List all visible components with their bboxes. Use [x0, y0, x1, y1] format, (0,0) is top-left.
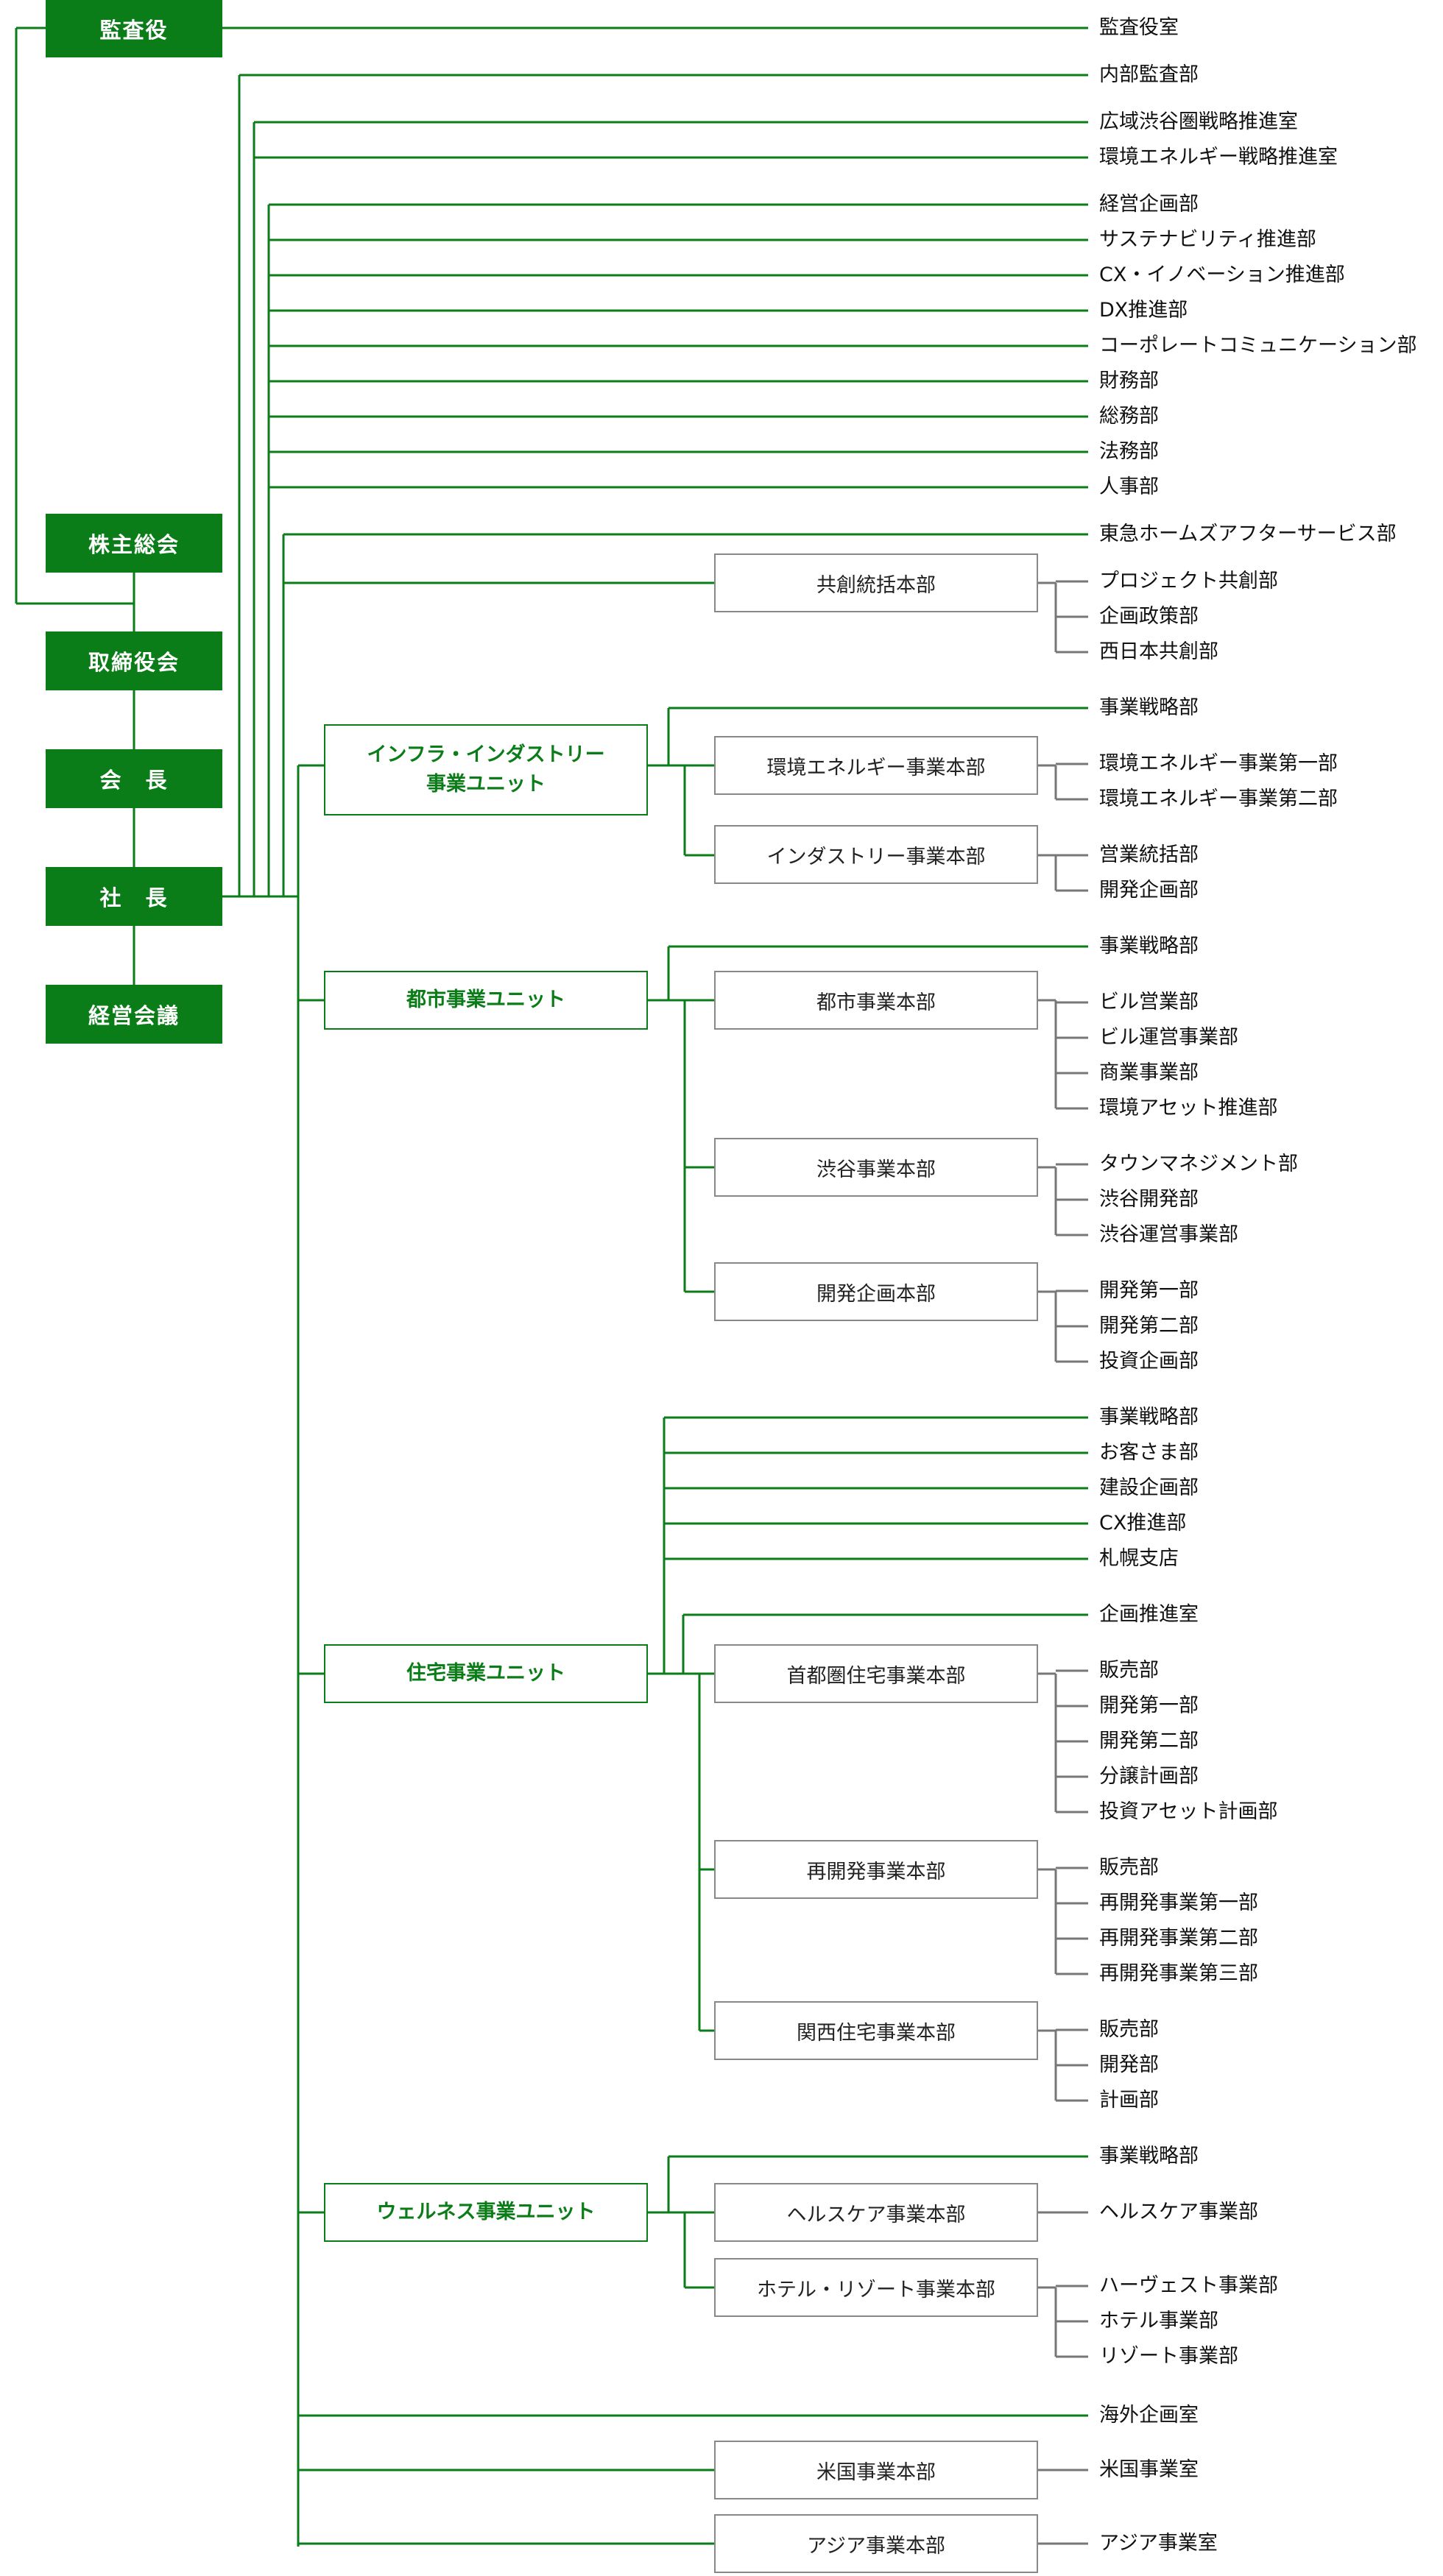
dept-hr[interactable]: 人事部 — [1099, 475, 1159, 498]
dept-harvest[interactable]: ハーヴェスト事業部 — [1099, 2274, 1278, 2297]
dept-sales-control[interactable]: 営業統括部 — [1099, 843, 1199, 866]
dept-asia[interactable]: アジア事業室 — [1099, 2532, 1218, 2555]
dept-dev-2[interactable]: 開発第二部 — [1099, 1314, 1199, 1337]
housing-strategy-dept[interactable]: 事業戦略部 — [1099, 1406, 1199, 1429]
dept-corporate-communication[interactable]: コーポレートコミュニケーション部 — [1099, 334, 1417, 357]
hq-asia[interactable]: アジア事業本部 — [714, 2514, 1038, 2573]
dept-shibuya-dev[interactable]: 渋谷開発部 — [1099, 1188, 1199, 1211]
unit-infra-name-line2: 事業ユニット — [426, 773, 546, 796]
dept-investment-planning[interactable]: 投資企画部 — [1099, 1350, 1199, 1373]
dept-us[interactable]: 米国事業室 — [1099, 2458, 1199, 2481]
chairman-box[interactable]: 会 長 — [46, 749, 222, 808]
unit-urban[interactable]: 都市事業ユニット — [324, 971, 648, 1030]
housing-sapporo-branch[interactable]: 札幌支店 — [1099, 1547, 1179, 1570]
dept-internal-audit[interactable]: 内部監査部 — [1099, 63, 1199, 86]
dept-env-asset[interactable]: 環境アセット推進部 — [1099, 1097, 1278, 1119]
dept-dev-1[interactable]: 開発第一部 — [1099, 1279, 1199, 1302]
dept-overseas-planning[interactable]: 海外企画室 — [1099, 2404, 1199, 2427]
hq-shibuya[interactable]: 渋谷事業本部 — [714, 1138, 1038, 1197]
dept-metro-dev-2[interactable]: 開発第二部 — [1099, 1730, 1199, 1752]
dept-shibuya-operation[interactable]: 渋谷運営事業部 — [1099, 1223, 1238, 1246]
unit-wellness[interactable]: ウェルネス事業ユニット — [324, 2183, 648, 2242]
hq-redevelopment[interactable]: 再開発事業本部 — [714, 1840, 1038, 1899]
dept-kansai-dev[interactable]: 開発部 — [1099, 2053, 1159, 2076]
shareholders-meeting-box[interactable]: 株主総会 — [46, 514, 222, 573]
dept-dev-planning[interactable]: 開発企画部 — [1099, 879, 1199, 902]
urban-strategy-dept[interactable]: 事業戦略部 — [1099, 935, 1199, 958]
auditor-box[interactable]: 監査役 — [46, 0, 222, 57]
dept-after-service[interactable]: 東急ホームズアフターサービス部 — [1099, 523, 1397, 545]
dept-redev-1[interactable]: 再開発事業第一部 — [1099, 1892, 1258, 1914]
dept-finance[interactable]: 財務部 — [1099, 369, 1159, 392]
dept-dx[interactable]: DX推進部 — [1099, 299, 1188, 322]
housing-cx[interactable]: CX推進部 — [1099, 1512, 1187, 1535]
hq-us[interactable]: 米国事業本部 — [714, 2441, 1038, 2499]
hq-kansai-housing[interactable]: 関西住宅事業本部 — [714, 2001, 1038, 2060]
hq-healthcare[interactable]: ヘルスケア事業本部 — [714, 2183, 1038, 2242]
dept-west-japan-kyoso[interactable]: 西日本共創部 — [1099, 640, 1218, 663]
dept-shibuya-strategy[interactable]: 広域渋谷圏戦略推進室 — [1099, 110, 1298, 133]
dept-general-affairs[interactable]: 総務部 — [1099, 405, 1159, 428]
dept-commercial[interactable]: 商業事業部 — [1099, 1061, 1199, 1084]
dept-building-sales[interactable]: ビル営業部 — [1099, 991, 1199, 1013]
dept-kansai-sales[interactable]: 販売部 — [1099, 2018, 1159, 2041]
hq-industry[interactable]: インダストリー事業本部 — [714, 825, 1038, 884]
dept-cx-innovation[interactable]: CX・イノベーション推進部 — [1099, 263, 1345, 286]
unit-infra-industry[interactable]: インフラ・インダストリー 事業ユニット — [324, 724, 648, 815]
infra-strategy-dept[interactable]: 事業戦略部 — [1099, 696, 1199, 719]
dept-env-energy-2[interactable]: 環境エネルギー事業第二部 — [1099, 788, 1338, 810]
hq-environment-energy[interactable]: 環境エネルギー事業本部 — [714, 736, 1038, 795]
unit-infra-name-line1: インフラ・インダストリー — [367, 743, 605, 766]
dept-hotel[interactable]: ホテル事業部 — [1099, 2310, 1218, 2332]
dept-kansai-planning[interactable]: 計画部 — [1099, 2089, 1159, 2112]
housing-planning-office[interactable]: 企画推進室 — [1099, 1603, 1199, 1626]
housing-customer-dept[interactable]: お客さま部 — [1099, 1441, 1199, 1464]
dept-energy-strategy[interactable]: 環境エネルギー戦略推進室 — [1099, 146, 1338, 169]
dept-building-operation[interactable]: ビル運営事業部 — [1099, 1026, 1238, 1049]
wellness-strategy-dept[interactable]: 事業戦略部 — [1099, 2145, 1199, 2168]
dept-redev-3[interactable]: 再開発事業第三部 — [1099, 1962, 1258, 1985]
hq-urban[interactable]: 都市事業本部 — [714, 971, 1038, 1030]
dept-legal[interactable]: 法務部 — [1099, 440, 1159, 463]
management-meeting-box[interactable]: 経営会議 — [46, 985, 222, 1044]
president-box[interactable]: 社 長 — [46, 867, 222, 926]
dept-investment-asset-planning[interactable]: 投資アセット計画部 — [1099, 1800, 1278, 1823]
hq-dev-planning[interactable]: 開発企画本部 — [714, 1262, 1038, 1321]
unit-housing[interactable]: 住宅事業ユニット — [324, 1644, 648, 1703]
dept-metro-dev-1[interactable]: 開発第一部 — [1099, 1694, 1199, 1717]
hq-kyoso[interactable]: 共創統括本部 — [714, 553, 1038, 612]
dept-redev-2[interactable]: 再開発事業第二部 — [1099, 1927, 1258, 1950]
dept-healthcare[interactable]: ヘルスケア事業部 — [1099, 2201, 1258, 2223]
dept-auditor-office[interactable]: 監査役室 — [1099, 16, 1179, 39]
dept-subdivision-planning[interactable]: 分譲計画部 — [1099, 1765, 1199, 1788]
dept-sustainability[interactable]: サステナビリティ推進部 — [1099, 228, 1316, 251]
dept-corporate-planning[interactable]: 経営企画部 — [1099, 193, 1199, 216]
dept-policy-planning[interactable]: 企画政策部 — [1099, 605, 1199, 628]
dept-town-management[interactable]: タウンマネジメント部 — [1099, 1153, 1298, 1175]
hq-metro-housing[interactable]: 首都圏住宅事業本部 — [714, 1644, 1038, 1703]
dept-metro-sales[interactable]: 販売部 — [1099, 1659, 1159, 1682]
dept-project-kyoso[interactable]: プロジェクト共創部 — [1099, 570, 1278, 592]
dept-env-energy-1[interactable]: 環境エネルギー事業第一部 — [1099, 752, 1338, 775]
dept-resort[interactable]: リゾート事業部 — [1099, 2345, 1238, 2368]
board-box[interactable]: 取締役会 — [46, 631, 222, 690]
housing-construction-planning[interactable]: 建設企画部 — [1099, 1476, 1199, 1499]
dept-redev-sales[interactable]: 販売部 — [1099, 1856, 1159, 1879]
hq-hotel-resort[interactable]: ホテル・リゾート事業本部 — [714, 2258, 1038, 2317]
